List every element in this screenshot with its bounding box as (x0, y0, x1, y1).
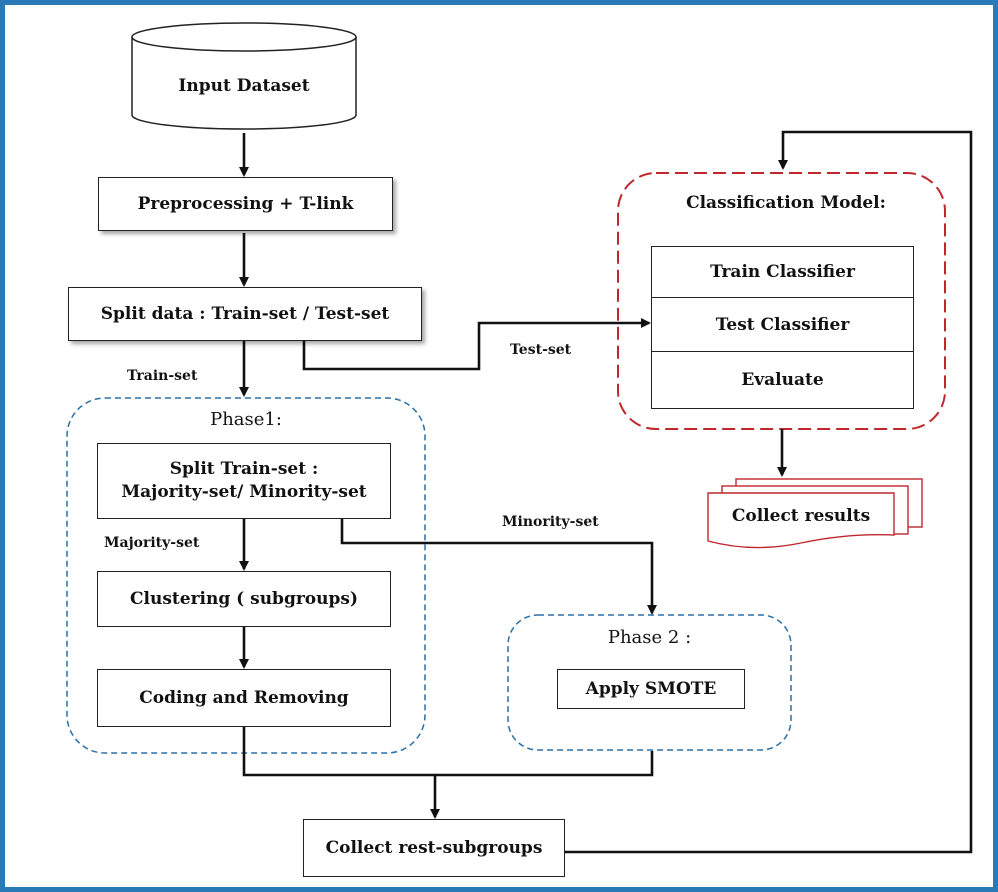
classifier-step-row: Test Classifier (652, 298, 913, 352)
classification-model-title: Classification Model: (686, 192, 886, 213)
evaluate-label: Evaluate (741, 369, 824, 390)
classifier-steps-table: Train Classifier Test Classifier Evaluat… (651, 246, 914, 409)
preprocessing-node: Preprocessing + T-link (98, 177, 393, 231)
split-train-node: Split Train-set : Majority-set/ Minority… (97, 443, 391, 519)
test-classifier-label: Test Classifier (715, 314, 850, 335)
train-classifier-label: Train Classifier (710, 262, 855, 282)
coding-removing-label: Coding and Removing (139, 687, 349, 708)
apply-smote-label: Apply SMOTE (585, 678, 717, 699)
collect-results-shape (707, 478, 923, 549)
input-dataset-node: Input Dataset (132, 51, 356, 121)
phase2-title: Phase 2 : (607, 627, 692, 648)
test-set-edge-label: Test-set (510, 342, 572, 358)
coding-removing-node: Coding and Removing (97, 669, 391, 727)
train-set-edge-label: Train-set (127, 368, 198, 384)
phase1-title: Phase1: (210, 409, 282, 430)
clustering-node: Clustering ( subgroups) (97, 571, 391, 627)
split-train-label-line1: Split Train-set : (169, 459, 319, 480)
collect-results-label: Collect results (731, 505, 871, 526)
classifier-step-row: Train Classifier (652, 247, 913, 298)
split-data-node: Split data : Train-set / Test-set (68, 287, 422, 341)
arrow-smote-to-collect (435, 751, 654, 777)
phase2-region (507, 614, 792, 751)
split-train-label-line2: Majority-set/ Minority-set (121, 482, 367, 502)
split-data-label: Split data : Train-set / Test-set (100, 303, 390, 324)
clustering-label: Clustering ( subgroups) (130, 588, 358, 609)
collect-results-node: Collect results (708, 497, 894, 535)
arrow-split-to-test-classifier (302, 318, 651, 371)
arrow-collect-to-model (565, 130, 973, 854)
collect-rest-label: Collect rest-subgroups (325, 837, 543, 858)
phase1-region (66, 397, 426, 754)
input-dataset-label: Input Dataset (178, 75, 310, 96)
classifier-step-row: Evaluate (652, 352, 913, 407)
collect-rest-node: Collect rest-subgroups (303, 819, 565, 877)
apply-smote-node: Apply SMOTE (557, 669, 745, 709)
preprocessing-label: Preprocessing + T-link (137, 193, 354, 214)
arrow-coding-to-collect (242, 727, 440, 819)
arrow-minority-to-phase2 (340, 519, 657, 615)
classification-model-title-node: Classification Model: (666, 183, 906, 223)
input-dataset-cylinder (131, 22, 357, 130)
majority-set-edge-label: Majority-set (104, 535, 200, 551)
connectors-layer (66, 22, 973, 854)
minority-set-edge-label: Minority-set (502, 514, 599, 530)
